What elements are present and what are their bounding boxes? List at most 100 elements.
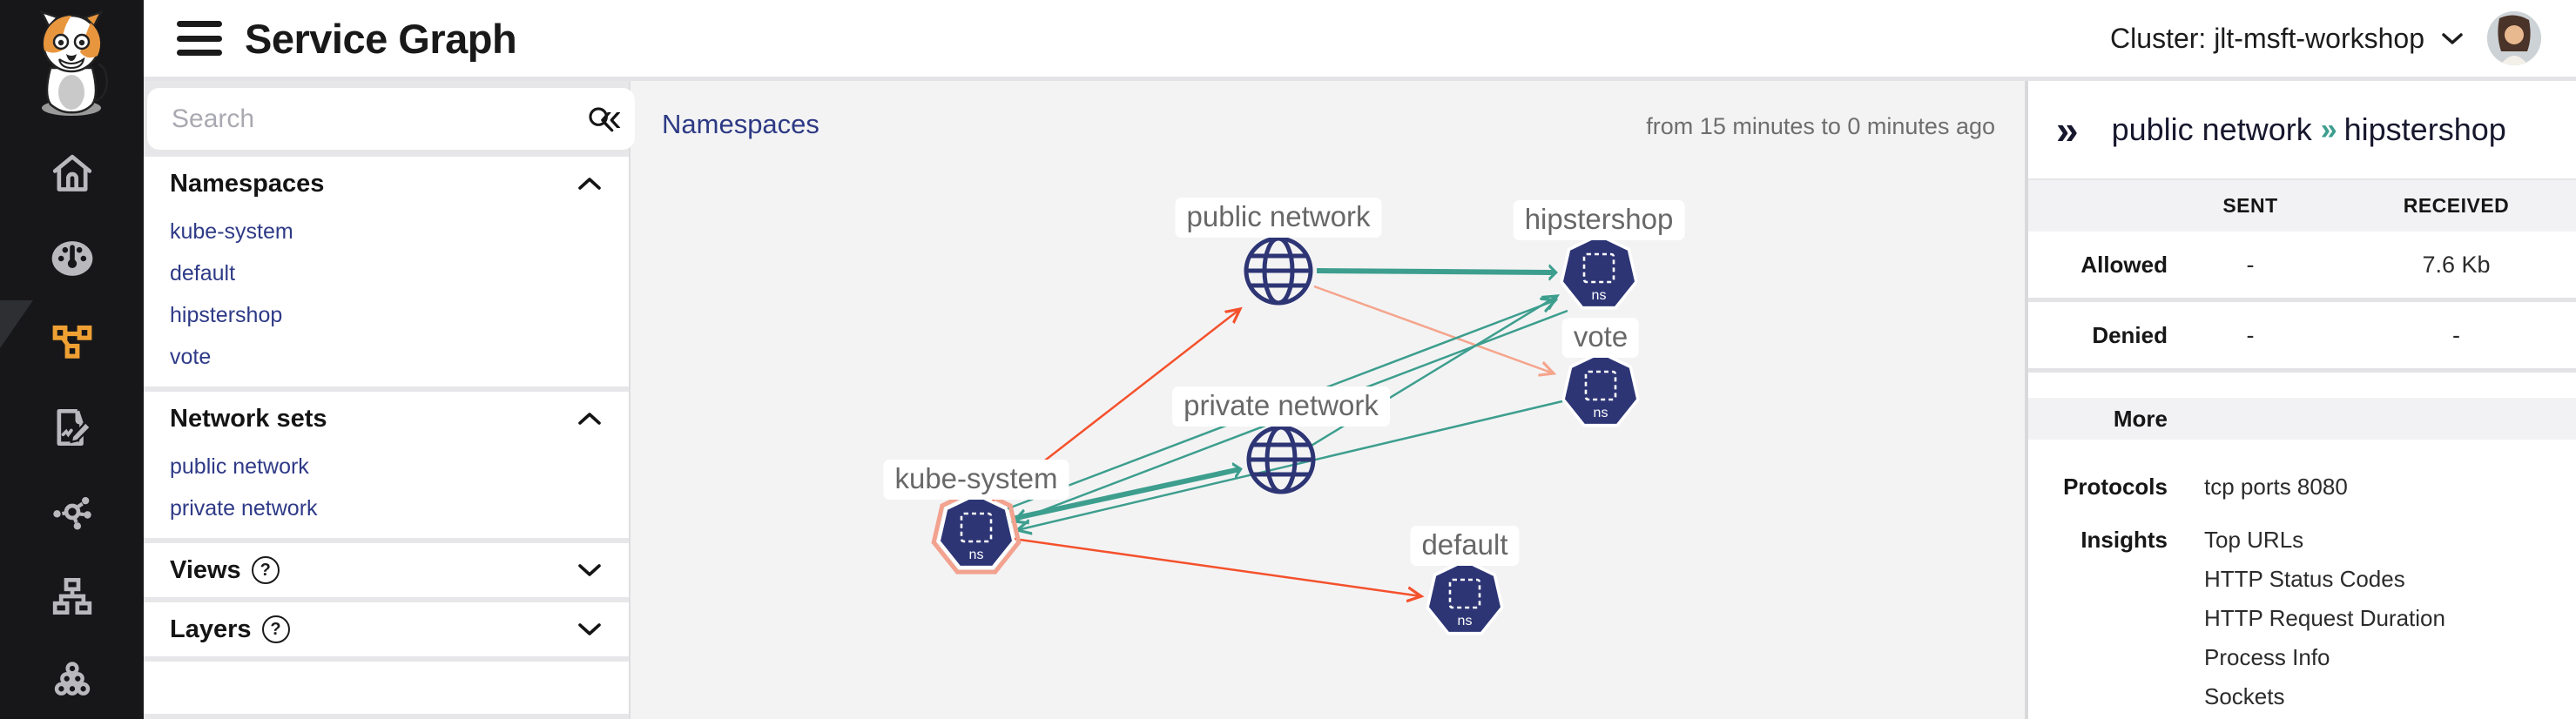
- cluster-selector[interactable]: Cluster: jlt-msft-workshop: [2110, 23, 2465, 55]
- logo-cat-mascot[interactable]: [16, 7, 129, 118]
- edge-target-label[interactable]: hipstershop: [2343, 111, 2506, 147]
- graph-node-public-network[interactable]: [1244, 236, 1313, 306]
- top-header: Service Graph Cluster: jlt-msft-workshop: [144, 0, 2576, 81]
- connections-icon[interactable]: [0, 486, 144, 538]
- node-label-default[interactable]: default: [1410, 526, 1520, 566]
- time-range-label[interactable]: from 15 minutes to 0 minutes ago: [1646, 113, 1995, 139]
- more-section-header[interactable]: More: [2028, 398, 2576, 440]
- sidebar-item-default[interactable]: default: [170, 260, 236, 286]
- allowed-sent-value: -: [2246, 251, 2255, 278]
- protocols-row: Protocols tcp ports 8080: [2028, 460, 2576, 513]
- graph-node-private-network[interactable]: [1246, 425, 1316, 494]
- column-received: RECEIVED: [2403, 194, 2510, 217]
- section-title: Views: [170, 555, 241, 584]
- insight-item-top-urls[interactable]: Top URLs: [2204, 527, 2304, 553]
- section-title: Network sets: [170, 404, 327, 433]
- graph-node-hipstershop[interactable]: ns: [1560, 233, 1638, 310]
- home-icon[interactable]: [0, 148, 144, 200]
- graph-edge-kube-system-to-private-network[interactable]: [1011, 469, 1240, 521]
- namespace-heptagon-icon: [1560, 233, 1638, 310]
- section-header-layers[interactable]: Layers?: [170, 602, 603, 656]
- ns-badge: ns: [1592, 288, 1607, 303]
- denied-label: Denied: [2092, 321, 2168, 348]
- sidebar-item-private-network[interactable]: private network: [170, 495, 318, 521]
- protocols-value: tcp ports 8080: [2204, 473, 2348, 500]
- user-avatar[interactable]: [2487, 11, 2541, 65]
- hierarchy-icon[interactable]: [0, 570, 144, 622]
- graph-node-kube-system[interactable]: ns: [931, 487, 1022, 575]
- denied-received-value: -: [2452, 321, 2460, 348]
- insight-item-sockets[interactable]: Sockets: [2204, 683, 2285, 709]
- menu-hamburger-icon[interactable]: [177, 21, 222, 56]
- section-title: Layers: [170, 615, 252, 643]
- sidebar-sections: Namespaces kube-system default hipstershop v…: [144, 157, 629, 656]
- insights-label: Insights: [2080, 527, 2168, 553]
- allowed-received-value: 7.6 Kb: [2422, 251, 2491, 278]
- node-label-kube-system[interactable]: kube-system: [883, 460, 1069, 500]
- dashboard-icon[interactable]: [0, 232, 144, 285]
- details-panel: » public network » hipstershop SENT RECE…: [2025, 81, 2576, 719]
- namespace-dashed-square: [960, 512, 993, 543]
- chevron-down-icon: [2442, 33, 2463, 44]
- traffic-table-header: SENT RECEIVED: [2028, 178, 2576, 232]
- ns-badge: ns: [969, 548, 984, 562]
- graph-edge-public-network-to-vote[interactable]: [1313, 285, 1554, 373]
- namespace-dashed-square: [1448, 578, 1481, 609]
- graph-edge-kube-system-to-default[interactable]: [1013, 537, 1421, 596]
- node-label-private-network[interactable]: private network: [1172, 386, 1390, 427]
- active-nav-notch: [0, 300, 33, 348]
- cluster-label: Cluster: jlt-msft-workshop: [2110, 22, 2424, 54]
- search-icon[interactable]: [586, 104, 616, 134]
- graph-svg: ns ns ns ns: [931, 233, 1640, 635]
- node-label-vote[interactable]: vote: [1561, 318, 1640, 358]
- chevron-down-icon: [578, 623, 601, 635]
- graph-edge-vote-to-kube-system[interactable]: [1017, 400, 1563, 530]
- section-header-views[interactable]: Views?: [170, 543, 603, 597]
- node-label-hipstershop[interactable]: hipstershop: [1513, 200, 1685, 240]
- more-label: More: [2113, 405, 2168, 432]
- section-header-namespaces[interactable]: Namespaces: [170, 157, 603, 211]
- sidebar-item-vote[interactable]: vote: [170, 344, 212, 369]
- search-input[interactable]: [172, 104, 586, 134]
- section-header-network-sets[interactable]: Network sets: [170, 392, 603, 446]
- denied-sent-value: -: [2246, 321, 2255, 348]
- clusters-icon[interactable]: [0, 655, 144, 707]
- sidebar-item-hipstershop[interactable]: hipstershop: [170, 302, 283, 327]
- graph-node-default[interactable]: ns: [1426, 559, 1504, 635]
- service-graph-canvas[interactable]: ns ns ns ns public network hipstershop vote pr…: [629, 81, 2025, 719]
- insight-item-http-request-duration[interactable]: HTTP Request Duration: [2204, 605, 2445, 631]
- page-title: Service Graph: [245, 15, 517, 62]
- panel-expand-icon[interactable]: »: [2056, 106, 2079, 152]
- edge-source-label[interactable]: public network: [2111, 111, 2312, 147]
- help-icon[interactable]: ?: [251, 556, 280, 584]
- node-highlight-ring: [931, 487, 1022, 575]
- sidebar-collapse-icon[interactable]: «: [599, 93, 622, 139]
- rail-items: [0, 0, 144, 719]
- chevron-up-icon: [578, 413, 601, 425]
- sidebar: « Namespaces kube-system default hipstersho…: [144, 81, 635, 719]
- ns-badge: ns: [1594, 406, 1608, 420]
- table-row-allowed: Allowed - 7.6 Kb: [2028, 232, 2576, 298]
- ns-badge: ns: [1458, 614, 1473, 628]
- insight-item-process-info[interactable]: Process Info: [2204, 644, 2330, 670]
- sidebar-item-public-network[interactable]: public network: [170, 454, 309, 479]
- sidebar-item-kube-system[interactable]: kube-system: [170, 218, 293, 244]
- section-divider: [2028, 368, 2576, 373]
- table-row-denied: Denied - -: [2028, 302, 2576, 368]
- sidebar-section-namespaces: Namespaces kube-system default hipstershop v…: [144, 157, 629, 386]
- policy-editor-icon[interactable]: [0, 401, 144, 454]
- namespace-dashed-square: [1582, 252, 1615, 284]
- graph-edge-public-network-to-hipstershop[interactable]: [1316, 271, 1555, 272]
- node-label-public-network[interactable]: public network: [1175, 198, 1382, 238]
- namespace-heptagon-icon: [1426, 559, 1504, 635]
- sidebar-section-layers: Layers?: [144, 602, 629, 656]
- row-divider: [2028, 298, 2576, 302]
- help-icon[interactable]: ?: [261, 615, 290, 643]
- graph-node-vote[interactable]: ns: [1561, 351, 1640, 427]
- section-items: public network private network: [170, 446, 603, 538]
- edge-details-header: » public network » hipstershop: [2028, 105, 2576, 154]
- insight-item-http-status-codes[interactable]: HTTP Status Codes: [2204, 566, 2405, 592]
- namespace-dashed-square: [1584, 370, 1617, 401]
- search-box[interactable]: [147, 88, 635, 150]
